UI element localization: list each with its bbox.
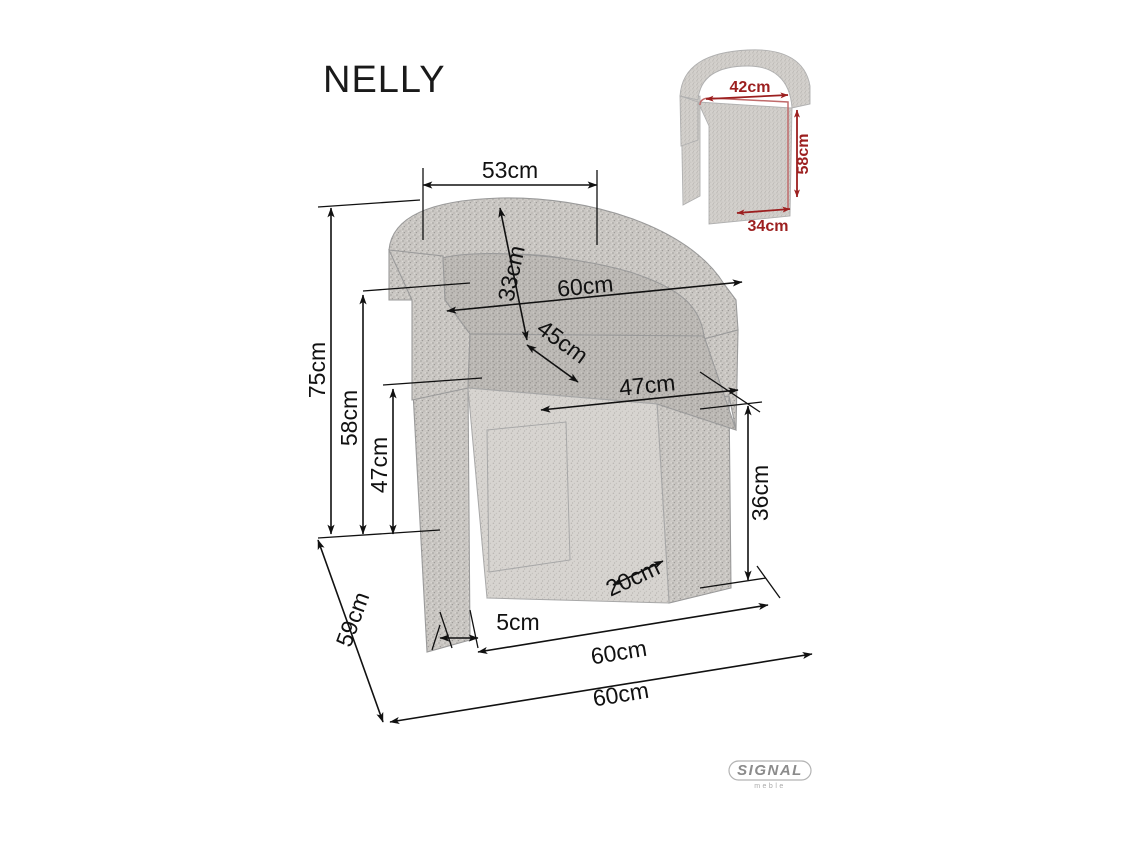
- dimension-line-20cm: [612, 560, 664, 586]
- dimension-label-36cm: 36cm: [747, 465, 773, 521]
- dimension-label-47cm-height: 47cm: [366, 437, 392, 493]
- dimension-line-59cm: [317, 539, 384, 723]
- chair-illustration: [388, 197, 739, 653]
- chair-leg-front-right: [656, 395, 732, 604]
- dimension-label-53cm: 53cm: [482, 157, 538, 183]
- inset-backrest: [679, 49, 811, 109]
- dimension-line-45cm: [526, 344, 579, 383]
- dimension-label-42cm: 42cm: [730, 79, 771, 96]
- logo-oval-border: [728, 760, 812, 781]
- logo-brand-text: SIGNAL: [737, 762, 803, 779]
- dimension-line-33cm: [498, 207, 529, 341]
- dimension-label-75cm: 75cm: [304, 342, 330, 398]
- inset-seat-body: [697, 101, 793, 225]
- page-title: NELLY: [323, 59, 446, 101]
- dimension-label-58cm: 58cm: [336, 390, 362, 446]
- dimension-label-47cm-seat: 47cm: [618, 369, 677, 401]
- dimension-label-60cm-width: 60cm: [556, 270, 615, 301]
- dimension-line-42cm: [705, 92, 789, 102]
- dimension-line-60cm-base-upper: [477, 602, 769, 655]
- dimension-line-47cm-seat: [540, 387, 739, 413]
- dimension-label-34cm: 34cm: [748, 218, 789, 235]
- inset-arm: [679, 95, 699, 147]
- inset-side-view: 42cm 58cm 34cm: [679, 49, 812, 235]
- dimension-line-60cm-width: [446, 279, 743, 314]
- chair-seat-shadow-panel: [486, 421, 571, 573]
- dimension-label-5cm: 5cm: [496, 609, 539, 635]
- dimension-label-58cm-inset: 58cm: [795, 134, 812, 175]
- dimension-line-60cm-base-lower: [389, 651, 813, 725]
- logo-subtitle-text: meble: [754, 783, 786, 790]
- signal-meble-logo: SIGNAL meble: [728, 760, 812, 790]
- dimension-line-34cm: [736, 206, 791, 216]
